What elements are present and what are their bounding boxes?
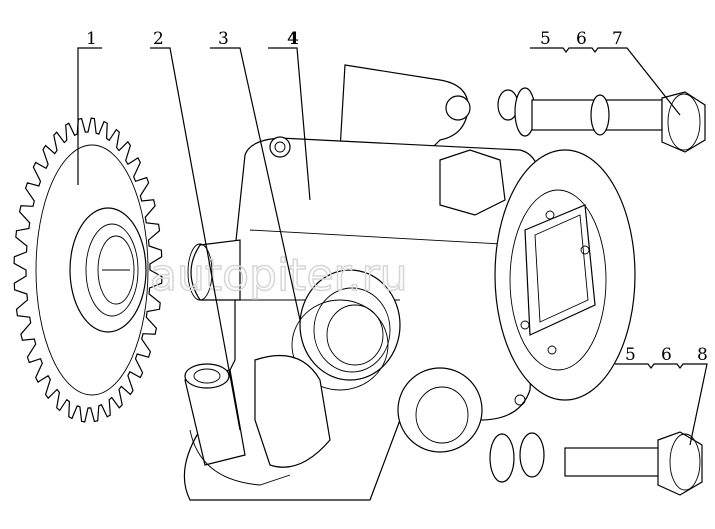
label-2: 2 (153, 29, 164, 49)
watermark: autopiter.ru (150, 250, 408, 301)
callout-5-6-7: 5 6 7 (530, 29, 681, 116)
label-1: 1 (86, 29, 97, 49)
callout-5-6-8: 5 6 8 (615, 345, 708, 446)
label-3: 3 (218, 29, 229, 49)
bolt-assembly-top (497, 87, 706, 153)
o-ring-part-3 (291, 299, 389, 391)
gear-part-1 (13, 117, 163, 423)
label-5-top: 5 (540, 29, 551, 49)
fitting-part-2 (184, 354, 331, 486)
label-5-bottom: 5 (625, 345, 636, 365)
label-4: 4 (287, 29, 299, 49)
bolt-assembly-bottom (489, 431, 703, 496)
label-6-bottom: 6 (661, 345, 672, 365)
label-6-top: 6 (576, 29, 587, 49)
callout-1: 1 (77, 29, 102, 185)
callout-2: 2 (150, 29, 241, 431)
callout-3: 3 (210, 29, 301, 321)
label-7: 7 (612, 29, 623, 49)
label-8: 8 (697, 345, 708, 365)
callout-4: 4 (268, 29, 311, 201)
